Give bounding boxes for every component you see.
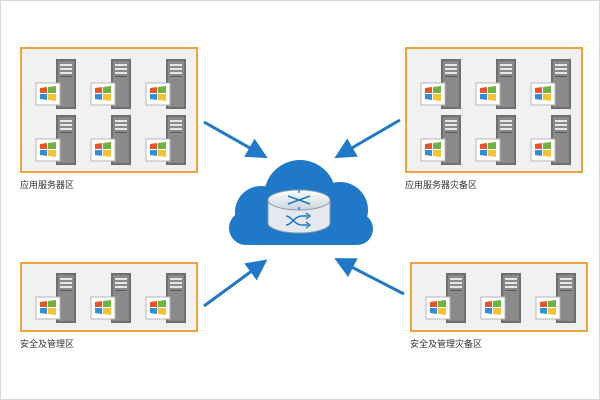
server-icon (529, 57, 577, 111)
windows-logo-icon (530, 82, 556, 106)
arrow-security-dr-to-cloud (334, 258, 405, 296)
server-icon (474, 57, 522, 111)
zone-label-security: 安全及管理区 (20, 340, 75, 350)
zone-label-app-dr: 应用服务器灾备区 (405, 181, 478, 191)
server-icon (89, 271, 137, 325)
server-icon (144, 57, 192, 111)
server-icon (34, 113, 82, 167)
arrow-app-dr-to-cloud (334, 118, 401, 159)
server-icon (419, 113, 467, 167)
windows-logo-icon (90, 82, 116, 106)
windows-logo-icon (475, 138, 501, 162)
server-icon (89, 57, 137, 111)
windows-logo-icon (35, 138, 61, 162)
windows-logo-icon (480, 296, 506, 320)
windows-logo-icon (90, 138, 116, 162)
server-icon (34, 57, 82, 111)
server-icon (529, 113, 577, 167)
zone-label-security-dr: 安全及管理灾备区 (410, 340, 483, 350)
server-icon (474, 113, 522, 167)
windows-logo-icon (145, 82, 171, 106)
zone-app-servers (20, 47, 198, 173)
server-icon (424, 271, 472, 325)
zone-security-management-dr (410, 262, 588, 332)
server-icon (479, 271, 527, 325)
windows-logo-icon (420, 138, 446, 162)
windows-logo-icon (425, 296, 451, 320)
windows-logo-icon (475, 82, 501, 106)
arrow-security-to-cloud (203, 259, 268, 308)
router-icon (267, 189, 331, 234)
server-icon (144, 113, 192, 167)
zone-security-management (20, 262, 198, 332)
zone-label-app: 应用服务器区 (20, 181, 75, 191)
server-icon (34, 271, 82, 325)
windows-logo-icon (420, 82, 446, 106)
windows-logo-icon (530, 138, 556, 162)
windows-logo-icon (35, 296, 61, 320)
arrow-app-to-cloud (203, 120, 268, 159)
windows-logo-icon (35, 82, 61, 106)
server-icon (144, 271, 192, 325)
server-icon (419, 57, 467, 111)
server-icon (534, 271, 582, 325)
windows-logo-icon (90, 296, 116, 320)
windows-logo-icon (145, 296, 171, 320)
zone-app-servers-dr (405, 47, 583, 173)
server-icon (89, 113, 137, 167)
windows-logo-icon (535, 296, 561, 320)
windows-logo-icon (145, 138, 171, 162)
